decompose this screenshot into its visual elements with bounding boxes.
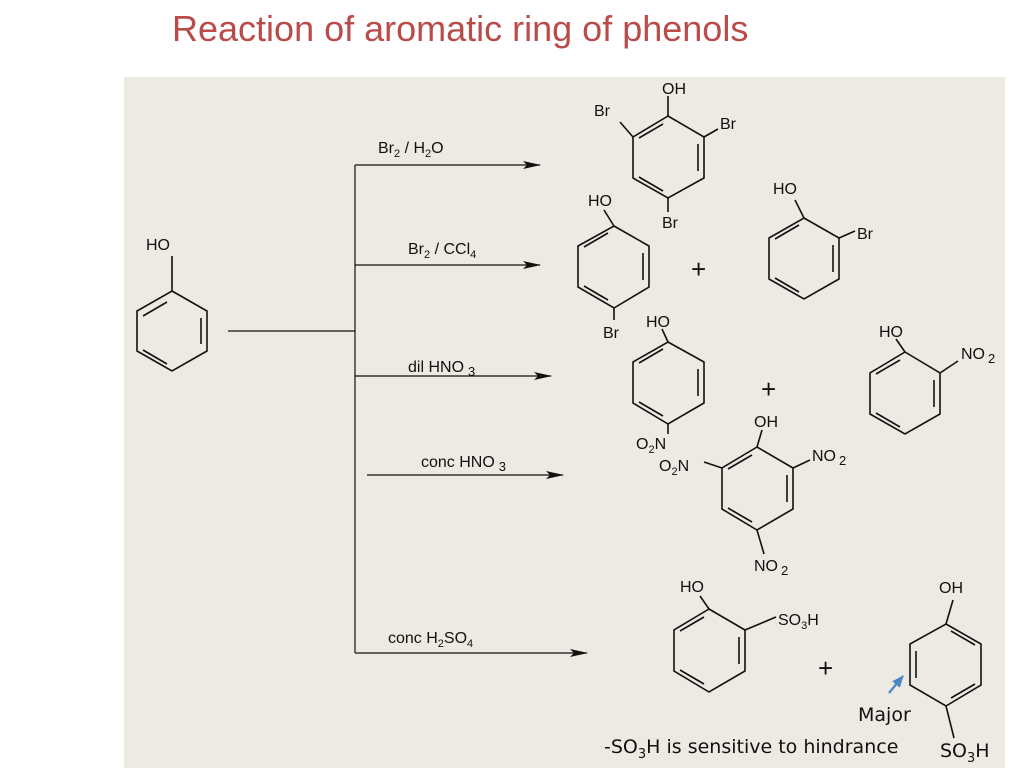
p-phenolsulfonic-acid-structure	[909, 599, 982, 739]
reagent-conc-h2so4: conc H2SO4	[388, 630, 473, 650]
plus-sign-sulfonation: +	[818, 653, 833, 683]
phenol-oh-label: HO	[146, 237, 170, 254]
o-phenolsulfonic-so3h: SO3H	[778, 612, 819, 632]
hindrance-note: -SO3H is sensitive to hindrance	[604, 736, 899, 762]
phenol-start-material	[136, 256, 208, 372]
major-product-label: Major	[858, 704, 911, 726]
p-bromophenol-ho: HO	[588, 193, 612, 210]
tribromophenol-br-para: Br	[662, 215, 679, 232]
p-bromophenol-br: Br	[603, 325, 620, 342]
slide-title: Reaction of aromatic ring of phenols	[172, 8, 749, 49]
o-phenolsulfonic-acid-structure	[673, 595, 777, 693]
p-bromophenol-structure	[577, 209, 650, 320]
o-phenolsulfonic-ho: HO	[680, 579, 704, 596]
o-bromophenol-br: Br	[857, 226, 874, 243]
p-phenolsulfonic-oh: OH	[939, 580, 963, 597]
reagent-br2-ccl4: Br2 / CCl4	[408, 241, 476, 261]
picric-acid-oh: OH	[754, 414, 778, 431]
reagent-br2-h2o: Br2 / H2O	[378, 140, 444, 160]
major-pointer-arrow	[888, 675, 904, 694]
tribromophenol-br-left: Br	[594, 103, 611, 120]
reaction-branches	[228, 161, 588, 657]
picric-acid-structure	[703, 429, 811, 555]
tribromophenol-br-right: Br	[720, 116, 737, 133]
o-bromophenol-structure	[768, 199, 856, 300]
o-nitrophenol-ho: HO	[879, 324, 903, 341]
picric-acid-o2n-left: O2N	[659, 458, 689, 478]
p-nitrophenol-ho: HO	[646, 314, 670, 331]
tribromophenol-structure	[619, 96, 719, 212]
p-phenolsulfonic-so3h: SO3H	[940, 740, 990, 766]
o-bromophenol-ho: HO	[773, 181, 797, 198]
o-nitrophenol-structure	[869, 338, 959, 435]
plus-sign-nitration: +	[761, 374, 776, 404]
plus-sign-bromination: +	[691, 254, 706, 284]
p-nitrophenol-o2n: O2N	[636, 436, 666, 456]
p-nitrophenol-structure	[632, 328, 705, 434]
tribromophenol-oh: OH	[662, 81, 686, 98]
